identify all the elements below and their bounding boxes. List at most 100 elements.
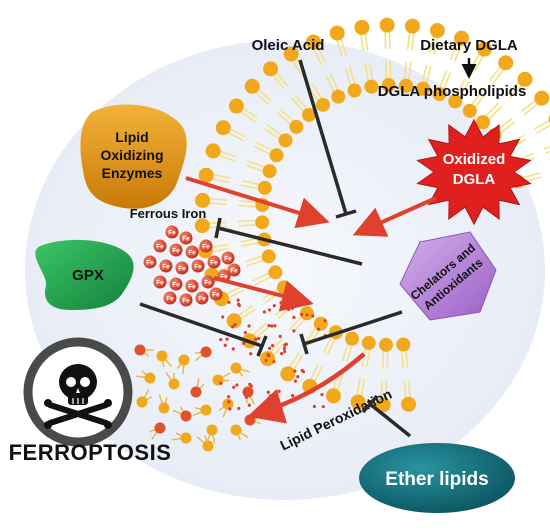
ferrous-iron-symbol: Fe bbox=[156, 280, 164, 287]
ether-lipids-label: Ether lipids bbox=[385, 469, 488, 490]
lipid-head bbox=[226, 313, 242, 329]
oxidized-dgla-label-2: DGLA bbox=[453, 171, 496, 188]
peroxide-dot bbox=[247, 403, 251, 407]
ferrous-iron-atom bbox=[179, 293, 193, 307]
lipid-head bbox=[398, 78, 413, 93]
lipid-head bbox=[262, 164, 277, 179]
ferrous-iron-symbol: Fe bbox=[166, 296, 174, 303]
oxidized-dgla-activation-arrow bbox=[352, 196, 437, 237]
peroxide-dot bbox=[267, 346, 272, 350]
peroxide-dot bbox=[237, 406, 241, 411]
gpx-blob bbox=[35, 239, 134, 310]
peroxide-dot bbox=[227, 300, 231, 304]
peroxide-dot bbox=[323, 319, 327, 323]
iron-inhibition bbox=[214, 217, 363, 266]
peroxide-dot bbox=[268, 394, 272, 398]
lipid-head bbox=[228, 98, 244, 114]
skull-crossbones-icon bbox=[23, 337, 133, 447]
peroxide-dot bbox=[272, 360, 276, 364]
lipid-head bbox=[268, 265, 283, 280]
ferrous-iron-atom bbox=[163, 291, 177, 305]
damaged-lipid-head bbox=[202, 440, 214, 452]
lipid-head bbox=[325, 388, 341, 404]
lipid-head bbox=[263, 61, 279, 77]
ferrous-iron-symbol: Fe bbox=[220, 274, 228, 281]
lipid-head bbox=[205, 143, 221, 159]
ferrous-iron-symbol: Fe bbox=[172, 248, 180, 255]
ferrous-iron-atom bbox=[221, 251, 235, 265]
peroxide-dot bbox=[244, 395, 248, 399]
dietary-dgla-label: Dietary DGLA bbox=[420, 37, 518, 54]
ferrous-iron-atom bbox=[153, 275, 167, 289]
peroxide-dot bbox=[267, 323, 271, 328]
damaged-lipid-head bbox=[156, 350, 168, 362]
lipid-head bbox=[404, 18, 420, 34]
peroxide-dot bbox=[293, 369, 297, 373]
peroxide-dot bbox=[231, 325, 235, 329]
lipid-head bbox=[277, 280, 292, 295]
lipid-head bbox=[283, 46, 299, 62]
ferrous-iron-symbol: Fe bbox=[230, 268, 238, 275]
lipid-head bbox=[278, 133, 293, 148]
ferrous-iron-symbol: Fe bbox=[178, 266, 186, 273]
ferrous-iron-symbol: Fe bbox=[224, 256, 232, 263]
ferrous-iron-symbol: Fe bbox=[168, 230, 176, 237]
peroxide-dot bbox=[305, 313, 309, 317]
ferrous-iron-symbol: Fe bbox=[202, 244, 210, 251]
lipid-head bbox=[257, 180, 272, 195]
lipid-head bbox=[517, 71, 533, 87]
ferrous-iron-symbol: Fe bbox=[198, 296, 206, 303]
damaged-lipid-head bbox=[190, 386, 202, 398]
peroxide-dot bbox=[254, 337, 258, 341]
lipid-head bbox=[305, 34, 321, 50]
peroxide-dot bbox=[279, 301, 283, 305]
peroxide-dot bbox=[221, 315, 225, 319]
lipid-head bbox=[280, 366, 296, 382]
lipid-head bbox=[315, 97, 330, 112]
peroxide-dot bbox=[300, 312, 304, 317]
peroxide-dot bbox=[280, 351, 284, 356]
lipid-tail bbox=[533, 119, 550, 131]
peroxide-dots bbox=[219, 298, 327, 411]
ferrous-iron-symbol: Fe bbox=[210, 260, 218, 267]
oleic-acid-inhibition bbox=[298, 59, 357, 219]
damaged-lipid-head bbox=[180, 432, 192, 444]
lipid-head bbox=[260, 351, 276, 367]
ferrous-iron-atom bbox=[185, 245, 199, 259]
lipid-head bbox=[432, 87, 447, 102]
dgla-phospholipids-label: DGLA phospholipids bbox=[378, 83, 527, 100]
peroxide-dot bbox=[287, 307, 291, 312]
peroxide-dot bbox=[320, 393, 324, 397]
peroxide-dot bbox=[264, 358, 268, 363]
lipid-head bbox=[354, 19, 370, 35]
ferrous-iron-atom bbox=[179, 231, 193, 245]
lipid-oxidizing-enzymes-label-3: Enzymes bbox=[102, 165, 163, 181]
peroxide-dot bbox=[266, 352, 270, 357]
lipid-head bbox=[289, 119, 304, 134]
peroxide-dot bbox=[312, 404, 317, 409]
ferrous-iron-atom bbox=[209, 287, 223, 301]
peroxide-dot bbox=[291, 394, 295, 398]
peroxide-dot bbox=[270, 344, 275, 348]
lipid-head bbox=[375, 397, 391, 413]
peroxide-dot bbox=[219, 337, 223, 342]
ferrous-iron-symbol: Fe bbox=[188, 284, 196, 291]
peroxide-dot bbox=[257, 336, 261, 341]
lipid-head bbox=[396, 337, 411, 352]
enzymes-activation-arrow bbox=[185, 176, 330, 229]
ferrous-iron-symbol: Fe bbox=[204, 280, 212, 287]
ferrous-iron-atom bbox=[169, 277, 183, 291]
ferrous-iron-label: Ferrous Iron bbox=[130, 206, 207, 221]
ferrous-iron-symbol: Fe bbox=[156, 244, 164, 251]
peroxide-dot bbox=[266, 390, 270, 394]
peroxide-dot bbox=[270, 324, 274, 328]
ferroptosis-label: FERROPTOSIS bbox=[9, 440, 172, 465]
lipid-head bbox=[244, 78, 260, 94]
lipid-head bbox=[361, 335, 376, 350]
lipid-head bbox=[364, 79, 379, 94]
damaged-lipid-head bbox=[222, 398, 234, 410]
damaged-lipid-head bbox=[144, 372, 156, 384]
ferrous-iron-atom bbox=[185, 279, 199, 293]
ferrous-iron-symbol: Fe bbox=[182, 236, 190, 243]
